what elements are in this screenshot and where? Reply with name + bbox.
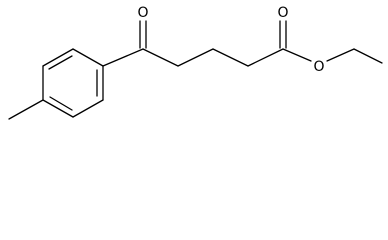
chemical-structure-drawing: O O O xyxy=(8,5,383,120)
ring-bond xyxy=(72,48,104,67)
ketone-oxygen-label: O xyxy=(137,5,148,21)
ring-bond xyxy=(72,99,104,118)
ethyl-bond xyxy=(326,48,355,62)
chain-bond xyxy=(142,48,179,67)
chain-bond xyxy=(247,48,284,67)
ring-bond xyxy=(42,48,74,67)
chain-bond xyxy=(177,48,214,67)
ethyl-bond xyxy=(353,48,383,64)
ester-oxygen-label: O xyxy=(313,59,324,75)
aryl-carbonyl-bond xyxy=(102,48,144,67)
carbonyl-oxygen-label: O xyxy=(277,5,288,21)
methyl-bond xyxy=(8,99,44,120)
chain-bond xyxy=(212,48,249,67)
ring-double-bond xyxy=(48,55,73,70)
ester-single-bond xyxy=(282,48,312,62)
ring-bond xyxy=(42,99,74,118)
benzene-ring xyxy=(42,48,104,118)
ring-double-bond xyxy=(49,96,73,111)
